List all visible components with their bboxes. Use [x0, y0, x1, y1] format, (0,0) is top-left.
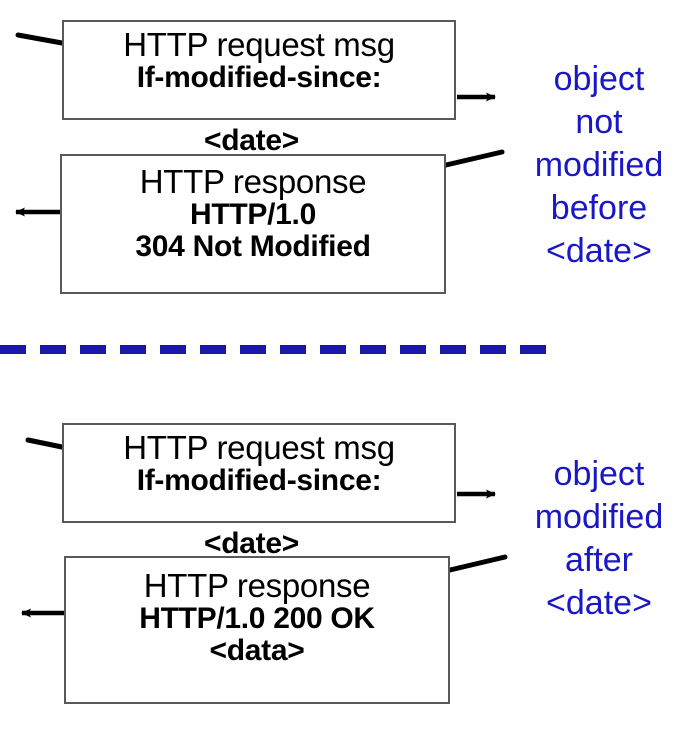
response-2-line-1: HTTP response [143, 567, 371, 604]
annotation-top-line-2: not [575, 103, 623, 141]
http-request-box-1: HTTP request msg If-modified-since: [62, 20, 456, 120]
request-1-date-label: <date> [204, 124, 299, 157]
annotation-top-line-1: object [553, 60, 645, 98]
leader-line-request-2 [25, 437, 65, 450]
request-2-date-label: <date> [204, 527, 299, 560]
annotation-modified: object modified after <date> [506, 453, 692, 625]
response-2-line-3: <data> [209, 633, 305, 667]
http-response-box-2: HTTP response HTTP/1.0 200 OK <data> [64, 556, 450, 704]
response-2-line-2: HTTP/1.0 200 OK [139, 602, 375, 636]
annotation-bottom-line-2: modified [534, 498, 664, 536]
annotation-bottom-line-4: <date> [546, 584, 652, 622]
response-1-line-1: HTTP response [139, 163, 367, 200]
http-request-box-2: HTTP request msg If-modified-since: [62, 423, 456, 523]
response-1-line-3: 304 Not Modified [135, 229, 371, 263]
request-2-line-1: HTTP request msg [123, 429, 395, 466]
leader-line-response-2 [447, 554, 508, 573]
annotation-top-line-5: <date> [546, 232, 652, 270]
annotation-bottom-line-1: object [553, 455, 645, 493]
leader-line-request-1 [15, 32, 65, 46]
annotation-bottom-line-3: after [564, 541, 634, 579]
request-2-line-2: If-modified-since: [136, 464, 382, 498]
annotation-top-line-3: modified [534, 146, 664, 184]
response-1-line-2: HTTP/1.0 [190, 198, 316, 232]
annotation-not-modified: object not modified before <date> [506, 58, 692, 273]
annotation-top-line-4: before [550, 189, 648, 227]
section-divider [0, 345, 556, 354]
leader-line-response-1 [443, 149, 505, 168]
request-1-line-1: HTTP request msg [123, 26, 395, 63]
request-1-line-2: If-modified-since: [136, 61, 382, 95]
http-response-box-1: HTTP response HTTP/1.0 304 Not Modified [60, 154, 446, 294]
